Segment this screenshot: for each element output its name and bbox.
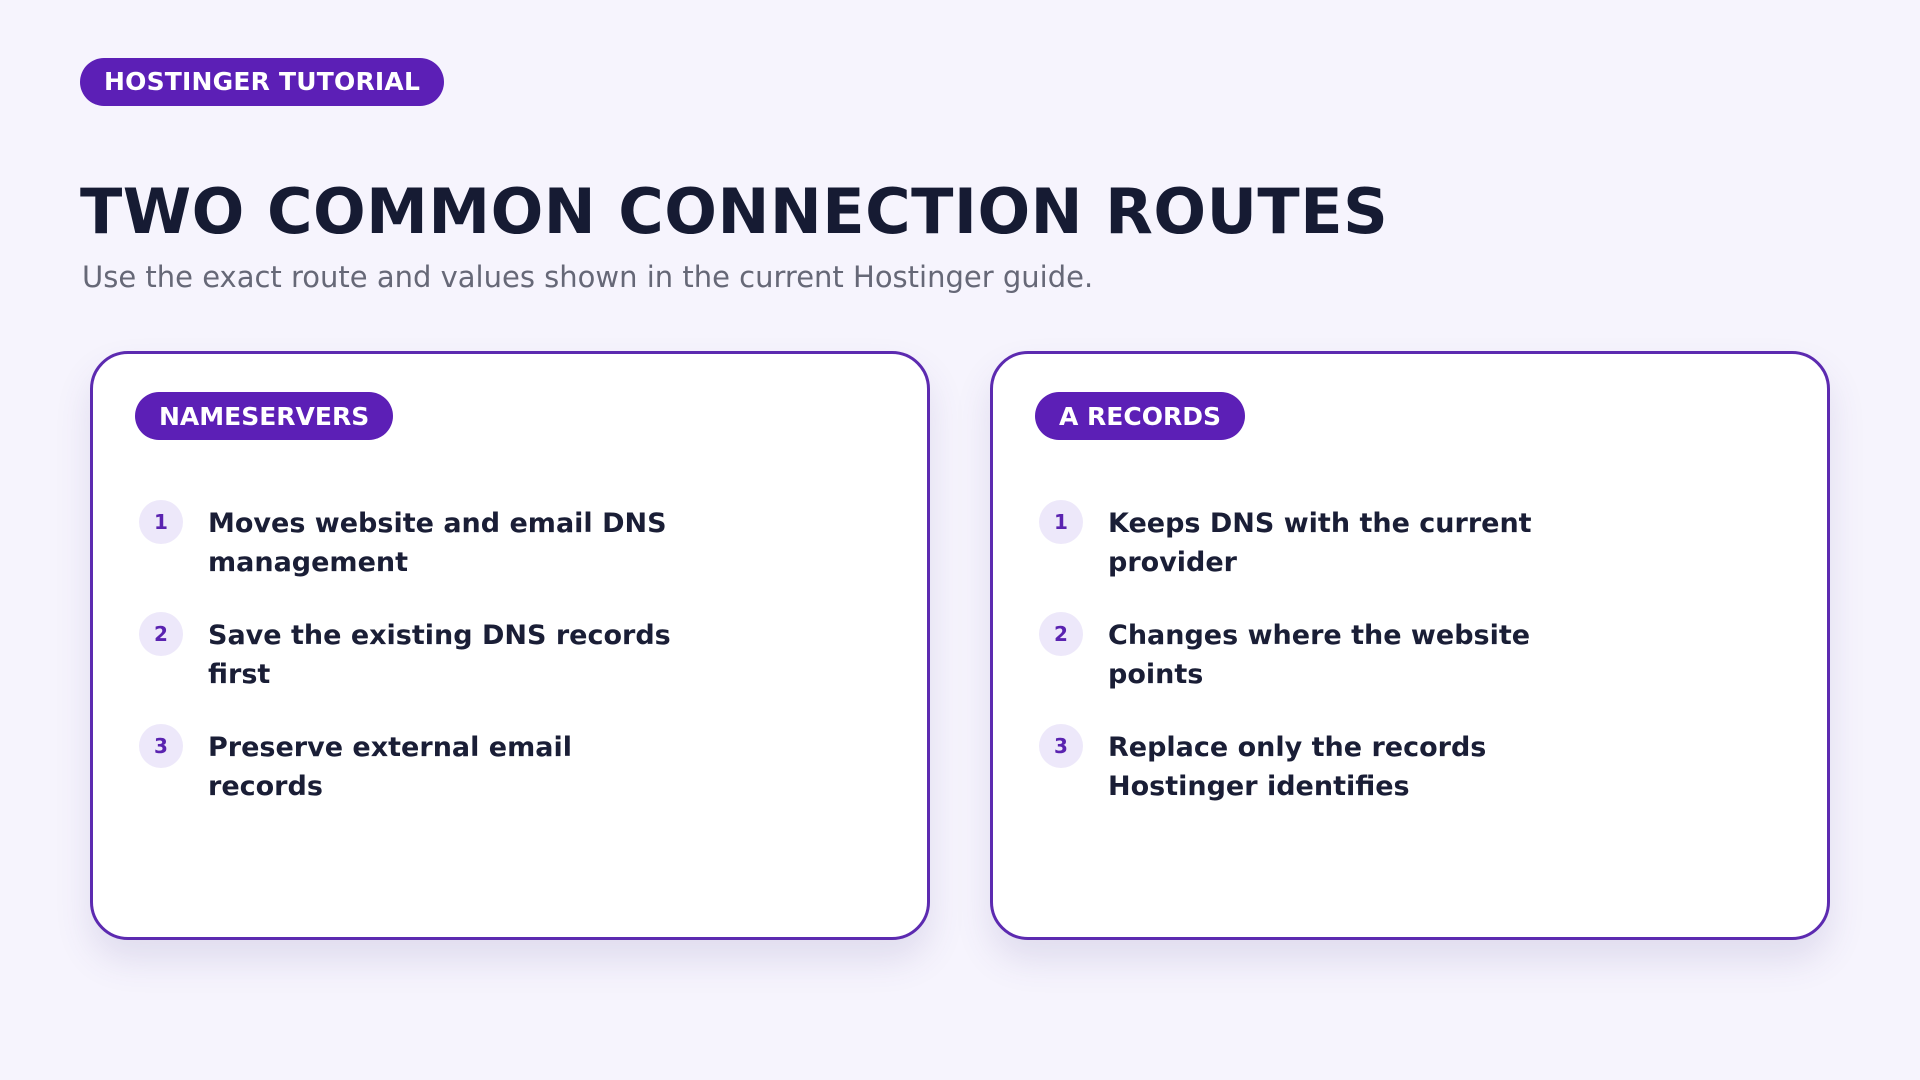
step-text: Replace only the records Hostinger ident… <box>1108 732 1487 802</box>
a-records-card: A RECORDS 1 Keeps DNS with the current p… <box>990 351 1830 940</box>
list-item: 3 Preserve external email records <box>139 724 879 806</box>
step-number-badge: 1 <box>139 500 183 544</box>
nameservers-card: NAMESERVERS 1 Moves website and email DN… <box>90 351 930 940</box>
step-number-badge: 2 <box>1039 612 1083 656</box>
nameservers-label: NAMESERVERS <box>135 392 394 440</box>
step-text: Save the existing DNS records first <box>208 620 671 690</box>
step-text: Preserve external email records <box>208 732 572 802</box>
a-records-label: A RECORDS <box>1035 392 1245 440</box>
list-item: 2 Changes where the website points <box>1039 612 1779 694</box>
step-number-badge: 3 <box>139 724 183 768</box>
tutorial-tag: HOSTINGER TUTORIAL <box>80 58 445 106</box>
step-text: Changes where the website points <box>1108 620 1531 690</box>
list-item: 1 Keeps DNS with the current provider <box>1039 500 1779 582</box>
step-number-badge: 1 <box>1039 500 1083 544</box>
step-text: Moves website and email DNS management <box>208 508 667 578</box>
step-number-badge: 3 <box>1039 724 1083 768</box>
nameservers-steps: 1 Moves website and email DNS management… <box>139 500 879 840</box>
a-records-steps: 1 Keeps DNS with the current provider 2 … <box>1039 500 1779 840</box>
page-title: TWO COMMON CONNECTION ROUTES <box>80 175 1389 248</box>
list-item: 3 Replace only the records Hostinger ide… <box>1039 724 1779 806</box>
page-subtitle: Use the exact route and values shown in … <box>82 260 1094 294</box>
step-text: Keeps DNS with the current provider <box>1108 508 1532 578</box>
list-item: 2 Save the existing DNS records first <box>139 612 879 694</box>
step-number-badge: 2 <box>139 612 183 656</box>
list-item: 1 Moves website and email DNS management <box>139 500 879 582</box>
